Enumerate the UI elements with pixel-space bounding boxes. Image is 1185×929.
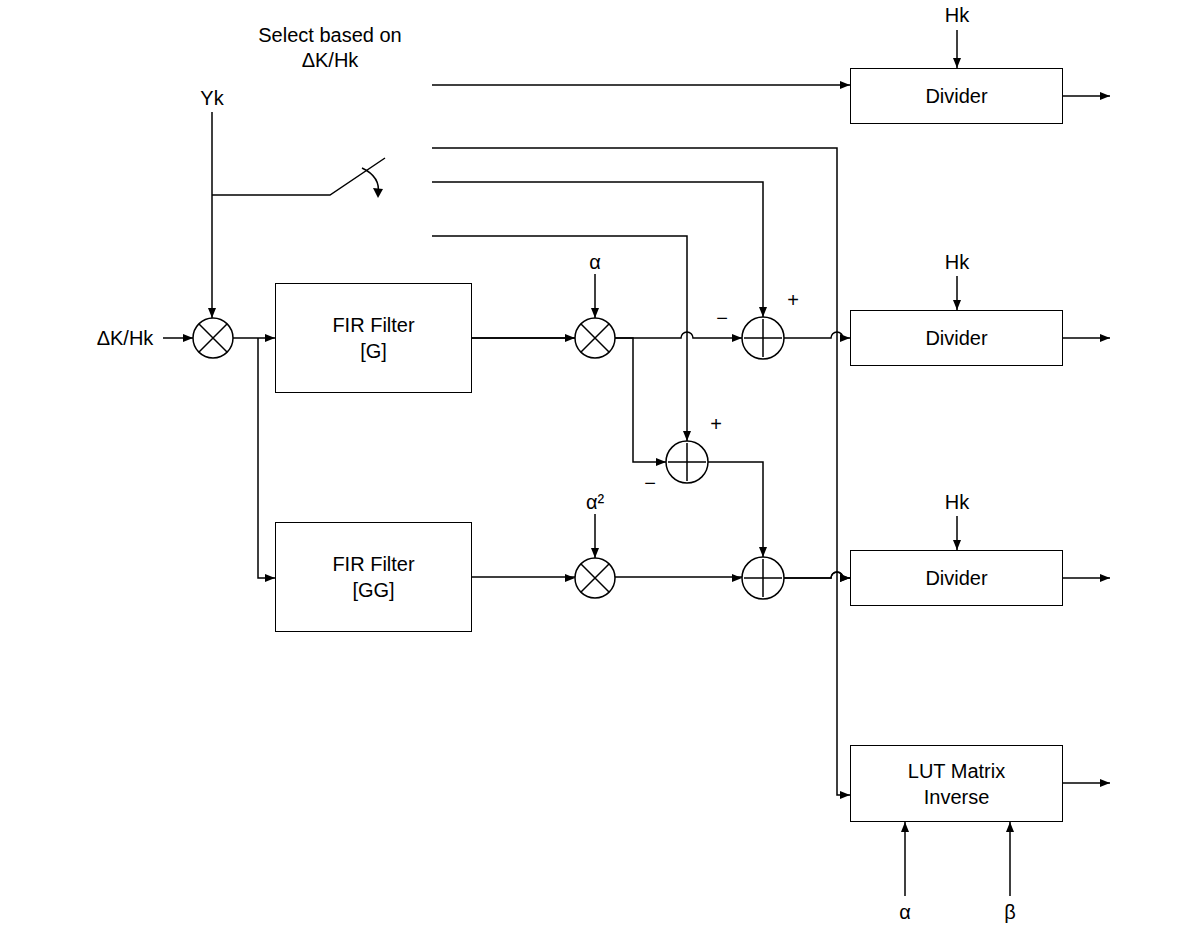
divider-box: Divider — [850, 550, 1063, 606]
arrowhead — [1100, 334, 1110, 342]
arrowhead — [373, 188, 383, 198]
switch-symbol — [212, 158, 385, 195]
wire — [904, 822, 906, 896]
sign-label: + — [710, 412, 722, 437]
multiplier-symbol — [575, 558, 615, 598]
lut-box: LUT Matrix Inverse — [850, 745, 1063, 822]
box-label: Divider — [925, 565, 987, 591]
box-label: FIR Filter [G] — [324, 312, 424, 364]
select-wire — [432, 84, 850, 86]
arrowhead — [265, 574, 275, 582]
arrowhead — [953, 300, 961, 310]
arrowhead — [183, 334, 193, 342]
arrowhead — [1100, 779, 1110, 787]
branch-wire — [258, 338, 275, 578]
signal-connector — [472, 332, 850, 338]
arrowhead — [208, 308, 216, 318]
gain-label: α² — [586, 490, 604, 515]
divider-box: Divider — [850, 310, 1063, 366]
signal-name: Hk — [945, 3, 969, 28]
box-label: Divider — [925, 325, 987, 351]
arrowhead — [591, 308, 599, 318]
signal-name: Yk — [200, 86, 223, 111]
arrowhead — [265, 334, 275, 342]
arrowheads — [183, 58, 1110, 832]
arrowhead — [840, 81, 850, 89]
arrowhead — [759, 307, 767, 317]
arrowhead — [1006, 822, 1014, 832]
arrowhead — [732, 574, 742, 582]
wire-lines — [163, 30, 1110, 896]
gain-label: α — [589, 250, 601, 275]
box-label: LUT Matrix Inverse — [897, 758, 1017, 810]
signal-name: Hk — [945, 250, 969, 275]
sign-label: − — [716, 306, 728, 331]
adder-symbol — [666, 441, 708, 483]
box-label: FIR Filter [GG] — [324, 551, 424, 603]
arrowhead — [953, 58, 961, 68]
wire — [211, 112, 213, 318]
signal-name: Hk — [945, 490, 969, 515]
sign-label: − — [644, 471, 656, 496]
fir-filter-box: FIR Filter [GG] — [275, 522, 472, 632]
arrowhead — [840, 791, 850, 799]
signal-connector — [472, 338, 850, 578]
sign-label: + — [787, 288, 799, 313]
select-wire — [432, 148, 850, 795]
arrowhead — [1100, 92, 1110, 100]
multiplier-symbol — [575, 318, 615, 358]
arrowhead — [953, 540, 961, 550]
arrowhead — [565, 574, 575, 582]
adder-symbol — [742, 557, 784, 599]
signal-connector — [472, 572, 850, 578]
select-wire — [432, 182, 763, 317]
wire — [1009, 822, 1011, 896]
box-label: Divider — [925, 83, 987, 109]
parameter-label: α — [899, 900, 911, 925]
multiplier-symbol — [193, 318, 233, 358]
divider-box: Divider — [850, 68, 1063, 124]
signal-name: ΔK/Hk — [97, 326, 154, 351]
fir-filter-box: FIR Filter [G] — [275, 283, 472, 393]
parameter-label: β — [1004, 900, 1016, 925]
arrowhead — [1100, 574, 1110, 582]
select-note: Select based on ΔK/Hk — [250, 23, 410, 73]
arrowhead — [901, 822, 909, 832]
arrowhead — [591, 548, 599, 558]
arrowhead — [683, 431, 691, 441]
adders — [666, 317, 784, 599]
adder-symbol — [742, 317, 784, 359]
